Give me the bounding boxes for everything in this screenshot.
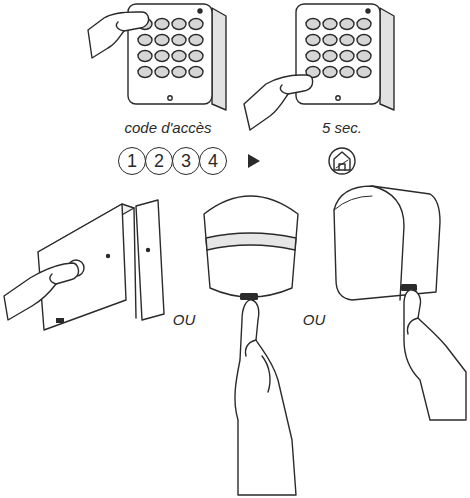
arrow-triangle bbox=[248, 154, 260, 168]
hand-line bbox=[280, 85, 288, 94]
number-circle: 4 bbox=[199, 147, 227, 175]
keypad-key bbox=[340, 67, 354, 78]
keypad-key bbox=[323, 51, 337, 62]
keypad-key bbox=[306, 35, 320, 46]
keypad-key bbox=[323, 67, 337, 78]
keypad-key bbox=[323, 19, 337, 30]
keypad-key bbox=[357, 19, 371, 30]
number-circle: 2 bbox=[145, 147, 173, 175]
keypad-key bbox=[155, 35, 169, 46]
keypad-key bbox=[155, 67, 169, 78]
keypad bbox=[296, 4, 394, 110]
step-number: 3 bbox=[181, 152, 191, 170]
motion-detector bbox=[204, 196, 298, 495]
step-number: 4 bbox=[208, 152, 218, 170]
step-number: 2 bbox=[154, 152, 164, 170]
keypad-key bbox=[138, 35, 152, 46]
hand bbox=[244, 75, 313, 130]
keypad-screw bbox=[336, 96, 340, 100]
keypad-key bbox=[155, 51, 169, 62]
keypad-key bbox=[172, 35, 186, 46]
or-text: OU bbox=[173, 312, 196, 329]
duration-text: 5 sec. bbox=[322, 120, 362, 137]
or-text: OU bbox=[303, 312, 326, 329]
keypad-screw bbox=[168, 96, 172, 100]
keypad-key bbox=[138, 67, 152, 78]
keypad-key bbox=[189, 35, 203, 46]
keypad-key bbox=[189, 19, 203, 30]
keypad-led bbox=[198, 9, 202, 13]
keypad-led bbox=[366, 9, 370, 13]
keypad-key bbox=[340, 19, 354, 30]
number-circle: 1 bbox=[118, 147, 146, 175]
keypad-key bbox=[172, 19, 186, 30]
keypad-key bbox=[306, 51, 320, 62]
keypad-key bbox=[306, 19, 320, 30]
keypad-side bbox=[380, 8, 394, 110]
keypad-side bbox=[212, 8, 226, 110]
keypad-key bbox=[357, 67, 371, 78]
detector-box bbox=[334, 186, 466, 420]
keypad-key bbox=[172, 51, 186, 62]
hand bbox=[88, 12, 149, 58]
keypad-key bbox=[323, 35, 337, 46]
keypad-key bbox=[340, 35, 354, 46]
home-key-icon bbox=[329, 148, 355, 174]
keypad-key bbox=[357, 51, 371, 62]
keypad-key bbox=[138, 51, 152, 62]
number-circle: 3 bbox=[172, 147, 200, 175]
door-contact bbox=[4, 200, 164, 330]
hand-line bbox=[116, 22, 124, 31]
keypad-key bbox=[189, 67, 203, 78]
keypad-key bbox=[340, 51, 354, 62]
keypad-key bbox=[357, 35, 371, 46]
keypad-key bbox=[189, 51, 203, 62]
keypad-key bbox=[172, 67, 186, 78]
step-number: 1 bbox=[127, 152, 137, 170]
caption-text: code d'accès bbox=[124, 120, 211, 137]
keypad-key bbox=[155, 19, 169, 30]
